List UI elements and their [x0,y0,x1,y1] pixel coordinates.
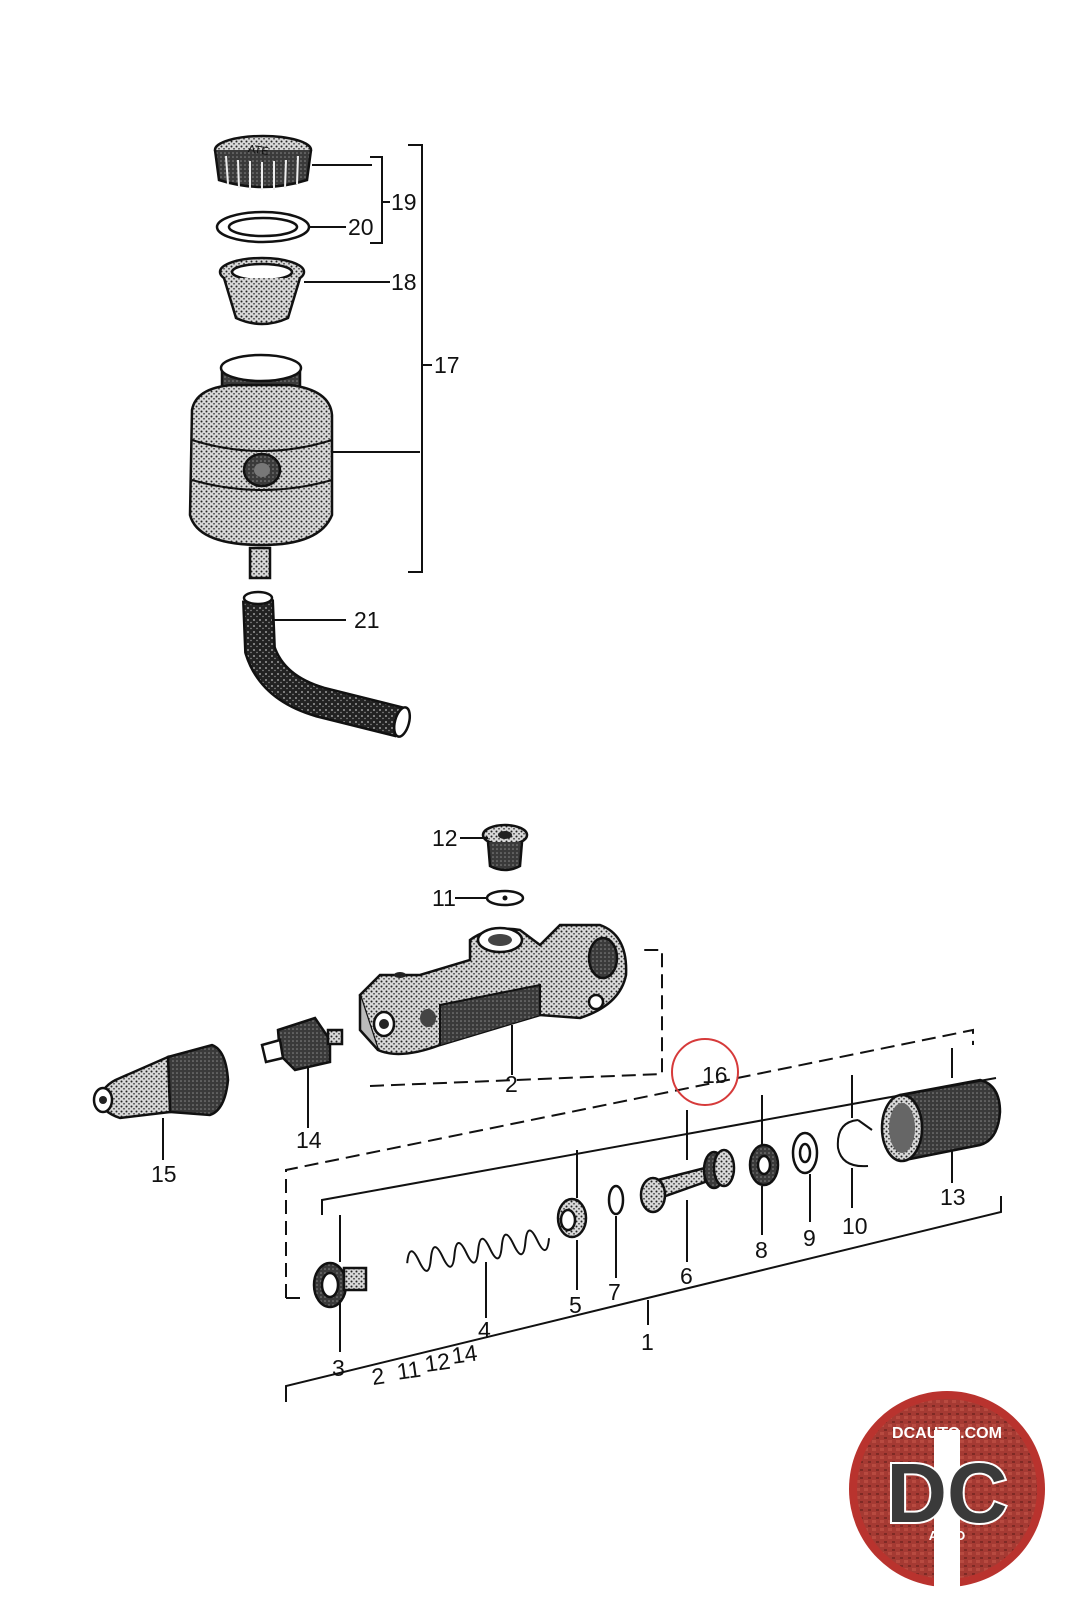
label-19: 19 [391,189,417,215]
cup-washer [607,1184,625,1216]
label-20: 20 [348,214,374,240]
reservoir-assembly: ATE [188,134,432,738]
label-21: 21 [354,607,380,633]
stop-washer [791,1131,819,1175]
label-16: 16 [702,1062,728,1088]
note-item: 11 [395,1356,422,1385]
note-under-1: 2 11 12 14 [370,1340,479,1390]
brake-light-switch [260,1016,344,1072]
label-6: 6 [680,1263,693,1289]
label-11: 11 [432,885,456,911]
label-3: 3 [332,1355,345,1381]
label-5: 5 [569,1292,582,1318]
switch-boot [92,1043,230,1120]
label-18: 18 [391,269,417,295]
circlip [836,1119,873,1168]
reservoir-cap: ATE [213,134,313,190]
primary-cup [556,1197,588,1239]
piston [639,1148,736,1214]
cap-brand-text: ATE [247,143,269,158]
label-1: 1 [641,1329,654,1355]
master-cylinder-assembly [92,823,1002,1402]
label-10: 10 [842,1213,868,1239]
secondary-cup [748,1143,780,1187]
label-8: 8 [755,1237,768,1263]
dust-boot [880,1078,1002,1163]
label-2: 2 [505,1071,518,1097]
strainer [218,256,306,326]
note-item: 12 [423,1348,452,1377]
cylinder-housing [358,923,628,1056]
highlight-circle [671,1038,739,1106]
dcauto-watermark: DCAUTO.COM DC AUTO [849,1391,1045,1588]
label-15: 15 [151,1161,177,1187]
label-4: 4 [478,1317,491,1343]
note-item: 2 [370,1362,386,1390]
label-13: 13 [940,1184,966,1210]
watermark-sub: AUTO [929,1528,966,1543]
return-spring [406,1229,551,1272]
label-12: 12 [432,825,458,851]
watermark-site: DCAUTO.COM [892,1425,1002,1442]
reservoir-plug [481,823,529,872]
label-17: 17 [434,352,460,378]
hose [242,590,412,738]
label-14: 14 [296,1127,322,1153]
watermark-letters: DC [886,1446,1007,1540]
outlet-fitting [312,1261,368,1309]
label-7: 7 [608,1279,621,1305]
label-9: 9 [803,1225,816,1251]
note-item: 14 [450,1340,479,1369]
reservoir-body [188,353,334,580]
